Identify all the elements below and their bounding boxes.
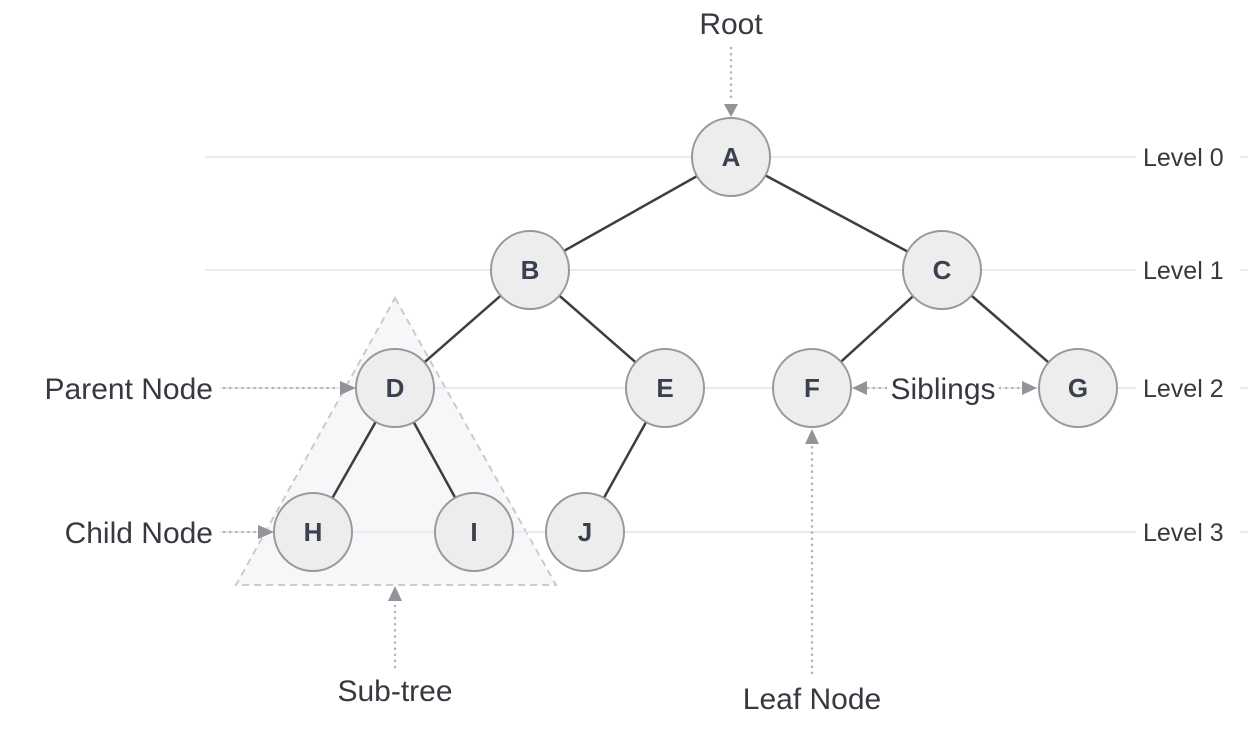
label-mask: [0, 516, 220, 548]
siblings-arrowhead-right: [1022, 381, 1037, 395]
parent-node-label: Parent Node: [45, 373, 213, 406]
label-mask: [1136, 141, 1240, 173]
parent-node-arrowhead: [340, 381, 356, 395]
node-h-label: H: [304, 517, 323, 547]
subtree-arrow: [388, 586, 402, 669]
siblings-arrowhead-left: [852, 381, 867, 395]
child-node-arrow: [222, 525, 274, 539]
node-j-label: J: [578, 517, 592, 547]
node-a-label: A: [722, 142, 741, 172]
root-arrowhead: [724, 104, 738, 117]
node-h-circle: [273, 492, 353, 572]
node-a-circle: [691, 117, 771, 197]
tree-node-a: A: [691, 117, 771, 197]
level-2-label: Level 2: [1143, 375, 1224, 403]
siblings-label: Siblings: [890, 373, 995, 406]
level-3-label: Level 3: [1143, 519, 1224, 547]
label-mask: [884, 372, 1002, 404]
level-0-label: Level 0: [1143, 144, 1224, 172]
node-i-circle: [434, 492, 514, 572]
subtree-arrowhead: [388, 586, 402, 601]
label-mask: [1136, 516, 1240, 548]
parent-node-arrow: [222, 381, 356, 395]
node-e-label: E: [656, 373, 673, 403]
node-f-label: F: [804, 373, 820, 403]
node-i-label: I: [470, 517, 477, 547]
root-arrow: [724, 46, 738, 117]
label-mask: [0, 372, 220, 404]
level-1-label: Level 1: [1143, 257, 1224, 285]
root-label: Root: [699, 8, 763, 41]
leaf-node-label: Leaf Node: [743, 683, 881, 716]
node-f-circle: [772, 348, 852, 428]
node-d-circle: [355, 348, 435, 428]
siblings-arrow-left: [852, 381, 888, 395]
node-d-label: D: [386, 373, 405, 403]
leaf-node-arrowhead: [805, 429, 819, 444]
tree-node-c: C: [902, 230, 982, 310]
subtree-label: Sub-tree: [337, 675, 452, 708]
tree-node-d: D: [355, 348, 435, 428]
node-j-circle: [545, 492, 625, 572]
tree-node-g: G: [1038, 348, 1118, 428]
node-e-circle: [625, 348, 705, 428]
label-mask: [1136, 372, 1240, 404]
tree-node-i: I: [434, 492, 514, 572]
tree-node-b: B: [490, 230, 570, 310]
node-g-circle: [1038, 348, 1118, 428]
node-c-circle: [902, 230, 982, 310]
node-b-circle: [490, 230, 570, 310]
child-node-arrowhead: [258, 525, 274, 539]
tree-node-h: H: [273, 492, 353, 572]
label-mask: [1136, 254, 1240, 286]
siblings-arrow-right: [998, 381, 1037, 395]
tree-node-e: E: [625, 348, 705, 428]
node-c-label: C: [933, 255, 952, 285]
tree-node-j: J: [545, 492, 625, 572]
node-g-label: G: [1068, 373, 1088, 403]
node-b-label: B: [521, 255, 540, 285]
child-node-label: Child Node: [65, 517, 213, 550]
tree-node-f: F: [772, 348, 852, 428]
leaf-node-arrow: [805, 429, 819, 675]
